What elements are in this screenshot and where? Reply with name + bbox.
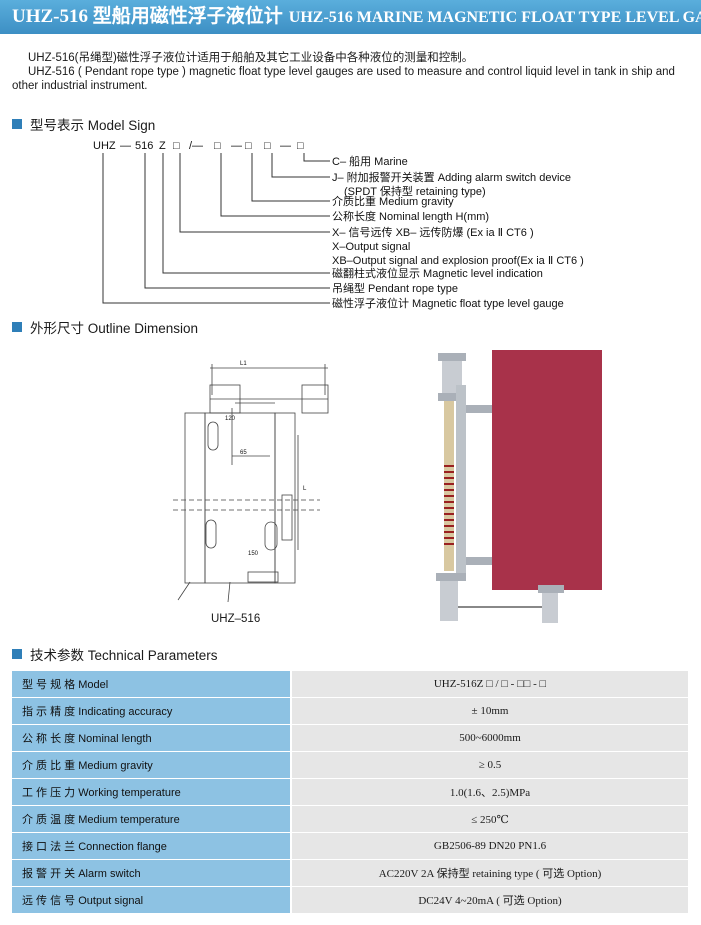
model-sign-diagram: UHZ — 516 Z □ /— □ — □ □ — □ C– 船用 Marin… [93,140,584,310]
page-title: UHZ-516 型船用磁性浮子液位计 UHZ-516 MARINE MAGNETI… [0,0,701,34]
title-cn: UHZ-516 型船用磁性浮子液位计 [12,6,283,27]
code-516: 516 [135,140,153,152]
model-line: C– 船用 Marine [332,154,408,168]
table-row: 介 质 温 度 Medium temperature≤ 250℃ [12,805,688,833]
dim-l1: L1 [240,361,247,367]
section-model-sign: 型号表示 Model Sign [12,114,155,134]
drawing-caption: UHZ–516 [211,613,261,625]
code-dash1: — [120,140,131,152]
code-box3: □ [245,140,252,152]
dim-150: 150 [248,551,259,557]
code-uhz: UHZ [93,140,116,152]
square-bullet-icon [12,322,22,332]
outline-drawing: L1 L 120 65 150 [173,361,329,603]
product-photo [436,350,602,623]
code-box5: □ [297,140,304,152]
model-line: 磁翻柱式液位显示 Magnetic level indication [332,266,543,280]
model-line: (SPDT 保持型 retaining type) [344,184,486,198]
code-z: Z [159,140,166,152]
section-tech: 技术参数 Technical Parameters [12,644,218,664]
code-dash3: — [231,140,242,152]
model-line: J– 附加报警开关装置 Adding alarm switch device [332,170,571,184]
model-line: 介质比重 Medium gravity [332,194,454,208]
intro: UHZ-516(吊绳型)磁性浮子液位计适用于船舶及其它工业设备中各种液位的测量和… [12,51,694,93]
dim-120: 120 [225,416,236,422]
title-en: UHZ-516 MARINE MAGNETIC FLOAT TYPE LEVEL… [288,9,701,26]
model-line: 公称长度 Nominal length H(mm) [332,209,489,223]
intro-cn: UHZ-516(吊绳型)磁性浮子液位计适用于船舶及其它工业设备中各种液位的测量和… [28,52,474,64]
code-box1: □ [173,140,180,152]
dim-l: L [303,486,307,492]
code-slash: /— [189,140,203,152]
table-row: 介 质 比 重 Medium gravity≥ 0.5 [12,751,688,779]
tank [492,350,602,590]
model-line: 吊绳型 Pendant rope type [332,281,458,295]
model-line: 磁性浮子液位计 Magnetic float type level gauge [332,296,564,310]
model-line: XB–Output signal and explosion proof(Ex … [332,255,584,267]
code-box2: □ [214,140,221,152]
dim-65: 65 [240,450,247,456]
table-row: 指 示 精 度 Indicating accuracy± 10mm [12,697,688,725]
code-box4: □ [264,140,271,152]
section-outline: 外形尺寸 Outline Dimension [12,317,198,337]
intro-en: UHZ-516 ( Pendant rope type ) magnetic f… [12,66,675,92]
model-line: X–Output signal [332,241,410,253]
square-bullet-icon [12,119,22,129]
square-bullet-icon [12,649,22,659]
code-dash4: — [280,140,291,152]
model-line: X– 信号远传 XB– 远传防爆 (Ex ia Ⅱ CT6 ) [332,225,534,239]
